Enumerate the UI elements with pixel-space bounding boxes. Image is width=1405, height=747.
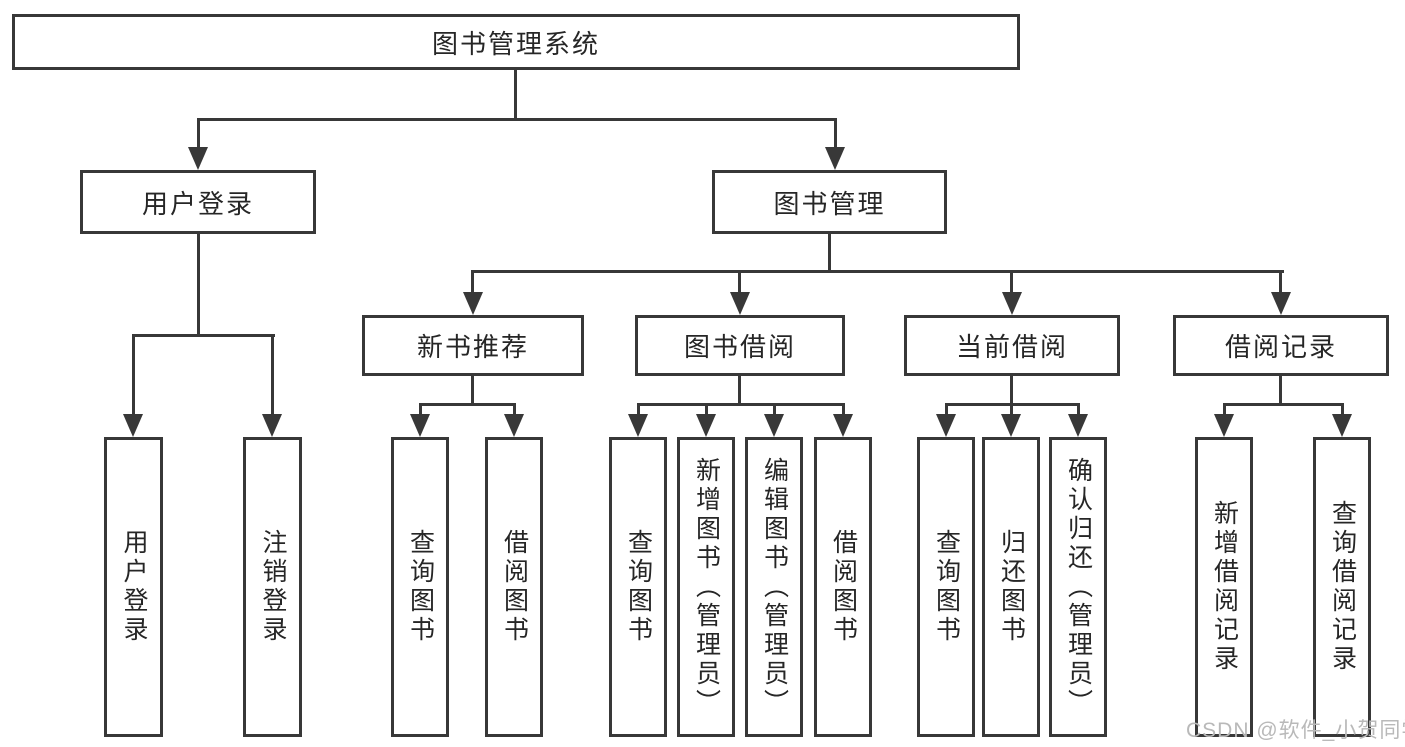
node-root: 图书管理系统 [12,14,1020,70]
leaf-current-query-book: 查询图书 [917,437,975,737]
arrow-down-icon [1068,414,1088,437]
connector-line [513,403,516,416]
connector-line [419,403,422,416]
connector-line [197,118,837,121]
connector-line [834,118,837,149]
leaf-current-confirm-return-admin: 确认归还（管理员） [1049,437,1107,737]
leaf-record-add-record: 新增借阅记录 [1195,437,1253,737]
connector-line [1341,403,1344,416]
arrow-down-icon [833,414,853,437]
leaf-borrow-add-book-admin: 新增图书（管理员） [677,437,735,737]
leaf-borrow-borrow-book: 借阅图书 [814,437,872,737]
connector-line [1010,270,1013,294]
connector-line [705,403,708,416]
arrow-down-icon [1214,414,1234,437]
connector-line [1010,376,1013,406]
leaf-borrow-query-book: 查询图书 [609,437,667,737]
node-user-login: 用户登录 [80,170,316,234]
arrow-down-icon [1002,292,1022,315]
connector-line [1077,403,1080,416]
arrow-down-icon [1332,414,1352,437]
arrow-down-icon [936,414,956,437]
arrow-down-icon [262,414,282,437]
connector-line [842,403,845,416]
connector-line [271,334,274,417]
connector-line [738,270,741,294]
node-new-book-recommend: 新书推荐 [362,315,584,376]
arrow-down-icon [123,414,143,437]
arrow-down-icon [730,292,750,315]
connector-line [637,403,640,416]
connector-line [471,376,474,406]
arrow-down-icon [1271,292,1291,315]
connector-line [132,334,275,337]
leaf-newbook-borrow-book: 借阅图书 [485,437,543,737]
leaf-newbook-query-book: 查询图书 [391,437,449,737]
leaf-logout: 注销登录 [243,437,302,737]
node-borrow-record: 借阅记录 [1173,315,1389,376]
connector-line [471,270,474,294]
leaf-borrow-edit-book-admin: 编辑图书（管理员） [745,437,803,737]
connector-line [419,403,516,406]
node-book-borrow: 图书借阅 [635,315,845,376]
connector-line [1279,270,1282,294]
connector-line [738,376,741,406]
connector-line [637,403,845,406]
connector-line [828,234,831,273]
arrow-down-icon [764,414,784,437]
connector-line [514,70,517,119]
connector-line [1279,376,1282,406]
leaf-record-query-record: 查询借阅记录 [1313,437,1371,737]
arrow-down-icon [188,147,208,170]
leaf-current-return-book: 归还图书 [982,437,1040,737]
connector-line [197,234,200,337]
csdn-watermark: CSDN @软件_小贺同学 [1186,719,1405,742]
connector-line [1223,403,1226,416]
connector-line [773,403,776,416]
leaf-user-login: 用户登录 [104,437,163,737]
connector-line [197,118,200,149]
connector-line [471,270,1284,273]
connector-line [945,403,948,416]
arrow-down-icon [628,414,648,437]
arrow-down-icon [696,414,716,437]
connector-line [132,334,135,417]
arrow-down-icon [825,147,845,170]
arrow-down-icon [463,292,483,315]
arrow-down-icon [1001,414,1021,437]
node-book-management: 图书管理 [712,170,947,234]
connector-line [1223,403,1344,406]
arrow-down-icon [410,414,430,437]
arrow-down-icon [504,414,524,437]
node-current-borrow: 当前借阅 [904,315,1120,376]
connector-line [1010,403,1013,416]
